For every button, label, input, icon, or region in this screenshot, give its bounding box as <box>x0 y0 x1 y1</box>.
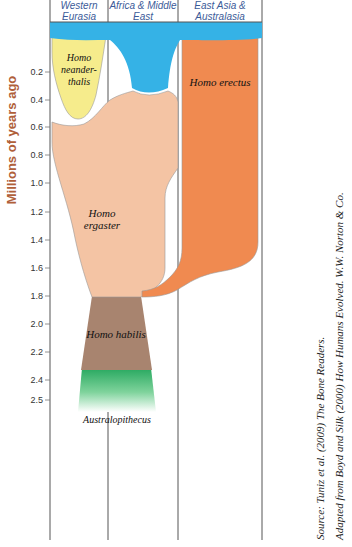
tick-value: 0.6 <box>21 122 43 132</box>
axis-title: Millions of years ago <box>5 76 19 205</box>
species-name: Homo ergaster <box>71 207 133 231</box>
ergaster-region <box>52 91 178 297</box>
tick-value: 0.2 <box>21 67 43 77</box>
column-heading: Africa & Middle East <box>109 0 177 22</box>
neanderthalis-region <box>52 36 106 119</box>
tick-value: 1.6 <box>21 263 43 273</box>
tick-value: 1.8 <box>21 291 43 301</box>
column-heading: Western Eurasia <box>51 0 107 22</box>
tick-value: 2.5 <box>21 395 43 405</box>
tick-value: 0.4 <box>21 95 43 105</box>
tick-value: 1.0 <box>21 178 43 188</box>
species-region-label: Homo ergaster <box>71 207 133 231</box>
tick-value: 1.2 <box>21 207 43 217</box>
source-note: Adapted from Boyd and Silk (2000) How Hu… <box>333 192 345 540</box>
tick-value: 2.2 <box>21 347 43 357</box>
habilis-region <box>81 296 152 370</box>
column-line <box>262 0 263 540</box>
source-note: Source: Tuniz et al. (2009) The Bone Rea… <box>314 337 326 540</box>
species-name: Homo neander- thalis <box>55 52 103 88</box>
column-line <box>50 0 51 540</box>
australopithecus-region <box>78 368 156 412</box>
species-region-label: Homo neander- thalis <box>55 52 103 88</box>
column-heading: East Asia & Australasia <box>179 0 261 22</box>
tick-marks <box>45 72 50 400</box>
species-region-label: Homo erectus <box>189 76 251 88</box>
tick-value: 0.8 <box>21 150 43 160</box>
tick-value: 1.4 <box>21 235 43 245</box>
tick-value: 2.4 <box>21 375 43 385</box>
tick-value: 2.0 <box>21 319 43 329</box>
species-region-label: Homo habilis <box>85 328 147 340</box>
species-name: Homo habilis <box>85 328 147 340</box>
ancestor-label: Australopithecus <box>83 414 151 425</box>
sapiens-region <box>50 22 262 93</box>
species-name: Homo erectus <box>189 76 251 88</box>
